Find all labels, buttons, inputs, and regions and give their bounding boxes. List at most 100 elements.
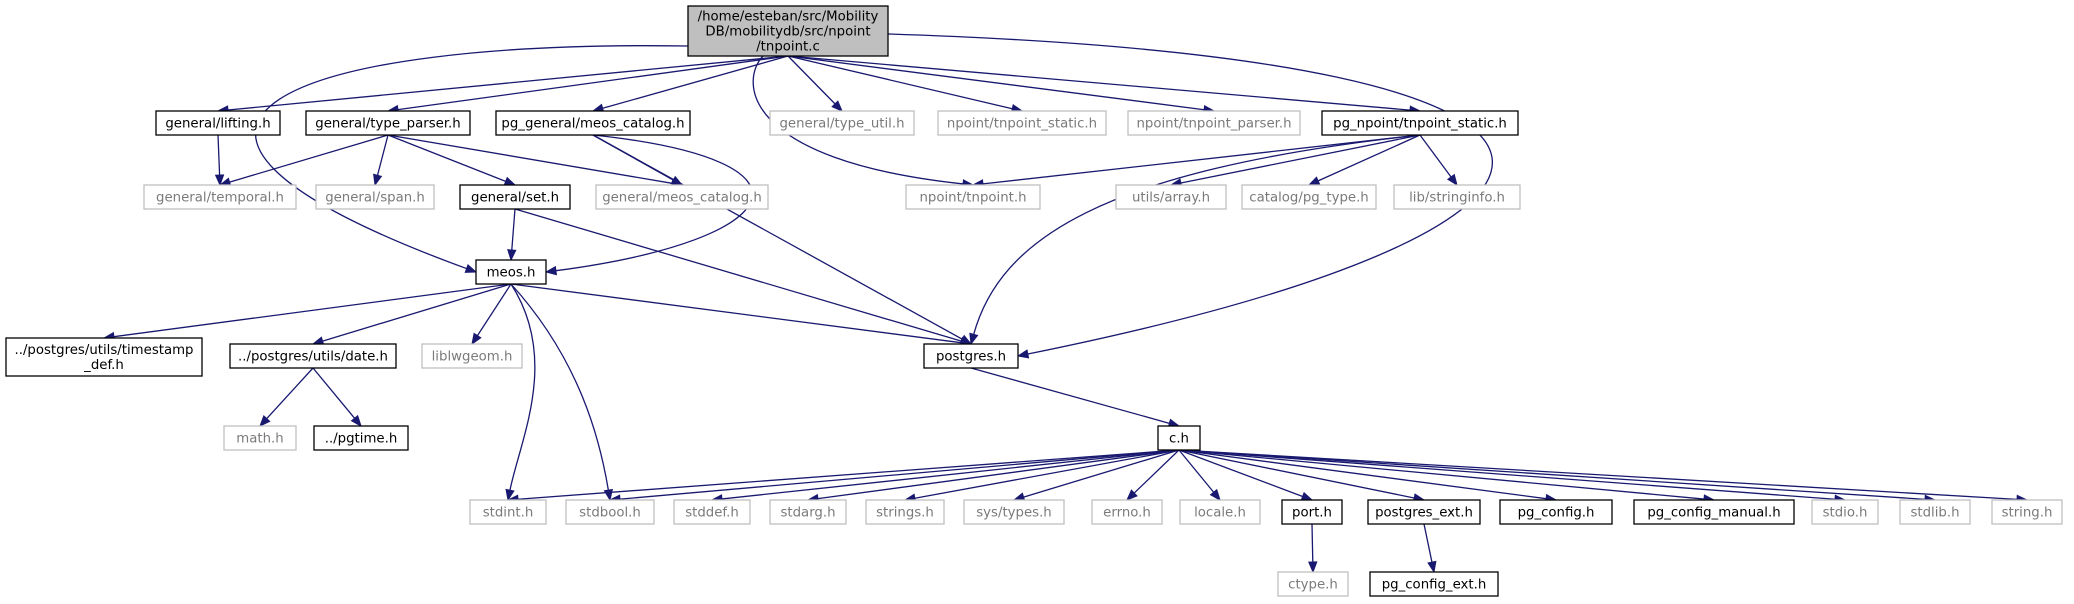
edge-line: [517, 449, 1180, 500]
edge-line: [1419, 134, 1452, 178]
edge-line: [787, 55, 1411, 111]
edge-line: [511, 208, 516, 251]
node-label: stdbool.h: [579, 506, 641, 521]
node-stdarg: stdarg.h: [769, 499, 847, 525]
node-pgtime[interactable]: ../pgtime.h: [313, 425, 409, 451]
edge-pg_tnpoint_static-to-pg_type: [1307, 134, 1421, 186]
node-box: [769, 499, 847, 525]
node-pg-config-ext[interactable]: pg_config_ext.h: [1369, 571, 1499, 597]
node-box: [1499, 499, 1613, 525]
node-box: [1277, 571, 1349, 597]
node-label: general/meos_catalog.h: [602, 191, 762, 206]
node-type-parser[interactable]: general/type_parser.h: [305, 110, 471, 136]
node-pg-config-manual[interactable]: pg_config_manual.h: [1633, 499, 1795, 525]
node-label: general/type_util.h: [779, 117, 904, 132]
edge-arrowhead: [1126, 489, 1138, 501]
edge-line: [1178, 449, 1705, 500]
edge-arrowhead: [1209, 488, 1221, 502]
node-label: pg_npoint/tnpoint_static.h: [1333, 117, 1507, 132]
node-root[interactable]: /home/esteban/src/MobilityDB/mobilitydb/…: [687, 5, 889, 57]
node-box: [1321, 110, 1519, 136]
edge-root-to-postgres: [887, 33, 1494, 359]
node-box: [223, 425, 297, 451]
node-set[interactable]: general/set.h: [459, 184, 571, 210]
edge-line: [602, 55, 789, 109]
node-tnpoint-parser: npoint/tnpoint_parser.h: [1127, 110, 1301, 136]
edge-arrowhead: [1446, 173, 1458, 187]
node-meos-catalog: general/meos_catalog.h: [595, 184, 769, 210]
node-array: utils/array.h: [1115, 184, 1227, 210]
edge-c-to-stdbool: [608, 449, 1180, 504]
edge-set-to-postgres: [514, 208, 973, 346]
node-box: [1393, 184, 1521, 210]
node-stdbool: stdbool.h: [565, 499, 655, 525]
node-label: pg_config_ext.h: [1382, 578, 1487, 593]
node-label: stddef.h: [685, 506, 739, 521]
edge-line: [510, 283, 609, 491]
node-ctype: ctype.h: [1277, 571, 1349, 597]
node-systypes: sys/types.h: [963, 499, 1065, 525]
node-label: general/type_parser.h: [315, 117, 460, 132]
edge-line: [817, 449, 1180, 500]
node-box: [865, 499, 945, 525]
node-box: [459, 184, 571, 210]
node-liblwgeom: liblwgeom.h: [421, 343, 523, 369]
edge-root-to-tnpoint_static_gray: [787, 55, 1024, 114]
node-box: [155, 110, 281, 136]
edge-arrowhead: [544, 265, 558, 276]
edge-c-to-errno: [1126, 449, 1180, 501]
edge-pg_meos_catalog-to-postgres: [592, 134, 973, 345]
edge-line: [229, 134, 389, 183]
node-box: [5, 337, 203, 377]
node-box: [565, 499, 655, 525]
edge-type_parser-to-set: [387, 134, 517, 186]
edge-c-to-locale: [1178, 449, 1221, 502]
node-label: meos.h: [487, 266, 536, 281]
node-label: locale.h: [1194, 506, 1246, 521]
edge-arrowhead: [1308, 561, 1318, 574]
edge-arrowhead: [969, 332, 979, 346]
node-box: [143, 184, 297, 210]
node-date[interactable]: ../postgres/utils/date.h: [229, 343, 397, 369]
node-box: [905, 184, 1041, 210]
node-pg-meos-catalog[interactable]: pg_general/meos_catalog.h: [495, 110, 691, 136]
node-box: [1899, 499, 1971, 525]
node-label: npoint/tnpoint.h: [919, 191, 1026, 206]
node-label: postgres_ext.h: [1375, 506, 1473, 521]
node-meos[interactable]: meos.h: [475, 259, 547, 285]
edge-arrowhead: [1307, 176, 1321, 186]
node-stdlib: stdlib.h: [1899, 499, 1971, 525]
edge-c-to-stddef: [710, 449, 1180, 504]
edge-c-to-port: [1178, 449, 1314, 501]
node-postgres[interactable]: postgres.h: [923, 343, 1019, 369]
edge-arrowhead: [503, 176, 517, 186]
edge-lifting-to-temporal: [214, 134, 225, 187]
node-locale: locale.h: [1179, 499, 1261, 525]
node-port[interactable]: port.h: [1281, 499, 1343, 525]
node-label: pg_general/meos_catalog.h: [501, 117, 684, 132]
node-label: /tnpoint.c: [756, 40, 820, 55]
node-label: /home/esteban/src/Mobility: [698, 10, 879, 25]
node-label: pg_config_manual.h: [1647, 506, 1780, 521]
node-span: general/span.h: [315, 184, 435, 210]
edge-arrowhead: [214, 174, 225, 187]
edge-c-to-stdarg: [806, 449, 1180, 504]
node-box: [1241, 184, 1377, 210]
edge-arrowhead: [831, 100, 843, 112]
node-stdint: stdint.h: [469, 499, 547, 525]
edge-line: [973, 134, 1421, 335]
node-label: port.h: [1292, 506, 1332, 521]
edge-line: [476, 283, 512, 336]
node-pg-config[interactable]: pg_config.h: [1499, 499, 1613, 525]
node-postgres-ext[interactable]: postgres_ext.h: [1367, 499, 1481, 525]
node-pg-tnpoint-static[interactable]: pg_npoint/tnpoint_static.h: [1321, 110, 1519, 136]
node-c[interactable]: c.h: [1157, 425, 1201, 451]
node-stringinfo: lib/stringinfo.h: [1393, 184, 1521, 210]
edge-date-to-math: [259, 367, 314, 427]
node-lifting[interactable]: general/lifting.h: [155, 110, 281, 136]
edge-line: [266, 367, 314, 420]
edge-line: [509, 283, 536, 491]
node-label: stdio.h: [1823, 506, 1868, 521]
node-timestamp-def[interactable]: ../postgres/utils/timestamp_def.h: [5, 337, 203, 377]
